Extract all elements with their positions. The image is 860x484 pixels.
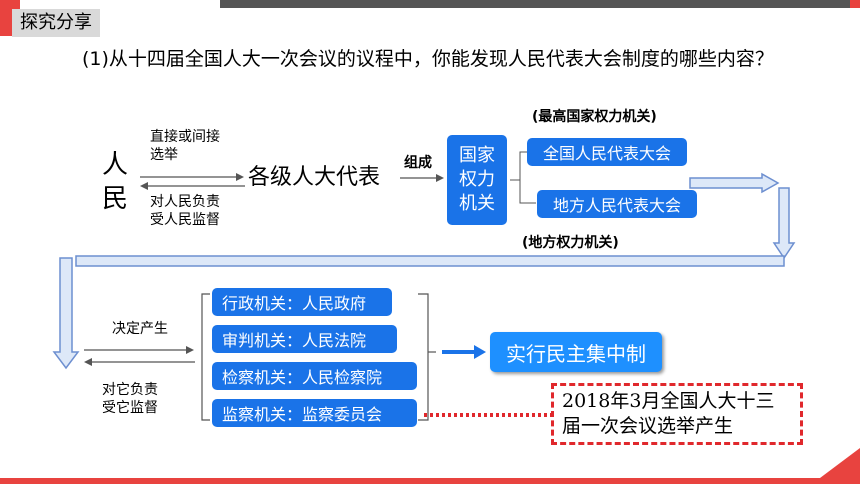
elect-label-line2: 选举 bbox=[150, 147, 178, 163]
election-note: 2018年3月全国人大十三届一次会议选举产生 bbox=[551, 383, 803, 445]
npc-box: 全国人民代表大会 bbox=[527, 138, 687, 166]
bracket-top bbox=[510, 151, 532, 181]
organs-bracket-right bbox=[418, 293, 429, 421]
supervise-label-line1: 对它负责 bbox=[102, 382, 158, 398]
local-organ-label: (地方权力机关) bbox=[522, 235, 619, 251]
organ-box-supervisory: 监察机关：监察委员会 bbox=[212, 399, 417, 427]
supervise-arrowhead bbox=[84, 358, 92, 366]
flow-arrow-down-right bbox=[772, 187, 796, 260]
flow-arrow-right bbox=[689, 172, 780, 194]
local-npc-box: 地方人民代表大会 bbox=[537, 190, 697, 218]
organ-box-procuratorial: 检察机关：人民检察院 bbox=[212, 362, 417, 390]
elect-arrowhead bbox=[236, 173, 244, 181]
organ-text-supervisory: 监察机关：监察委员会 bbox=[222, 405, 383, 424]
compose-arrowhead bbox=[436, 174, 444, 182]
question-text: (1)从十四届全国人大一次会议的议程中，你能发现人民代表大会制度的哪些内容？ bbox=[82, 48, 774, 70]
flow-arrow-left bbox=[75, 255, 785, 267]
decide-arrowhead bbox=[186, 346, 194, 354]
supervise-label-line2: 受它监督 bbox=[102, 400, 158, 416]
top-right-accent bbox=[850, 0, 860, 8]
deputies-label: 各级人大代表 bbox=[248, 165, 381, 190]
responsible-arrowhead bbox=[140, 182, 148, 190]
npc-text: 全国人民代表大会 bbox=[542, 144, 671, 163]
decide-label: 决定产生 bbox=[112, 321, 168, 337]
organs-bracket-left bbox=[201, 293, 210, 421]
people-label: 人民 bbox=[101, 150, 128, 214]
bottom-right-triangle bbox=[820, 448, 860, 478]
top-organ-label: (最高国家权力机关) bbox=[532, 109, 657, 125]
compose-label: 组成 bbox=[404, 155, 432, 171]
organ-box-administrative: 行政机关：人民政府 bbox=[212, 288, 392, 316]
state-power-organ-text: 国家权力机关 bbox=[459, 145, 495, 214]
bracket-bottom bbox=[519, 180, 536, 204]
bottom-bar bbox=[0, 478, 860, 484]
organ-text-administrative: 行政机关：人民政府 bbox=[222, 294, 367, 313]
principle-box: 实行民主集中制 bbox=[490, 332, 662, 372]
top-bar bbox=[220, 0, 860, 8]
elect-label-line1: 直接或间接 bbox=[150, 129, 220, 145]
state-power-organ-box: 国家权力机关 bbox=[447, 135, 507, 225]
responsible-label-line1: 对人民负责 bbox=[150, 194, 220, 210]
responsible-label-line2: 受人民监督 bbox=[150, 212, 220, 228]
section-tag: 探究分享 bbox=[12, 9, 100, 37]
flow-arrow-down-left bbox=[52, 257, 80, 370]
organ-text-procuratorial: 检察机关：人民检察院 bbox=[222, 368, 383, 387]
local-npc-text: 地方人民代表大会 bbox=[552, 196, 681, 215]
principle-arrowhead bbox=[474, 345, 486, 359]
organ-box-judicial: 审判机关：人民法院 bbox=[212, 325, 397, 353]
organ-text-judicial: 审判机关：人民法院 bbox=[222, 331, 367, 350]
principle-text: 实行民主集中制 bbox=[506, 341, 646, 366]
